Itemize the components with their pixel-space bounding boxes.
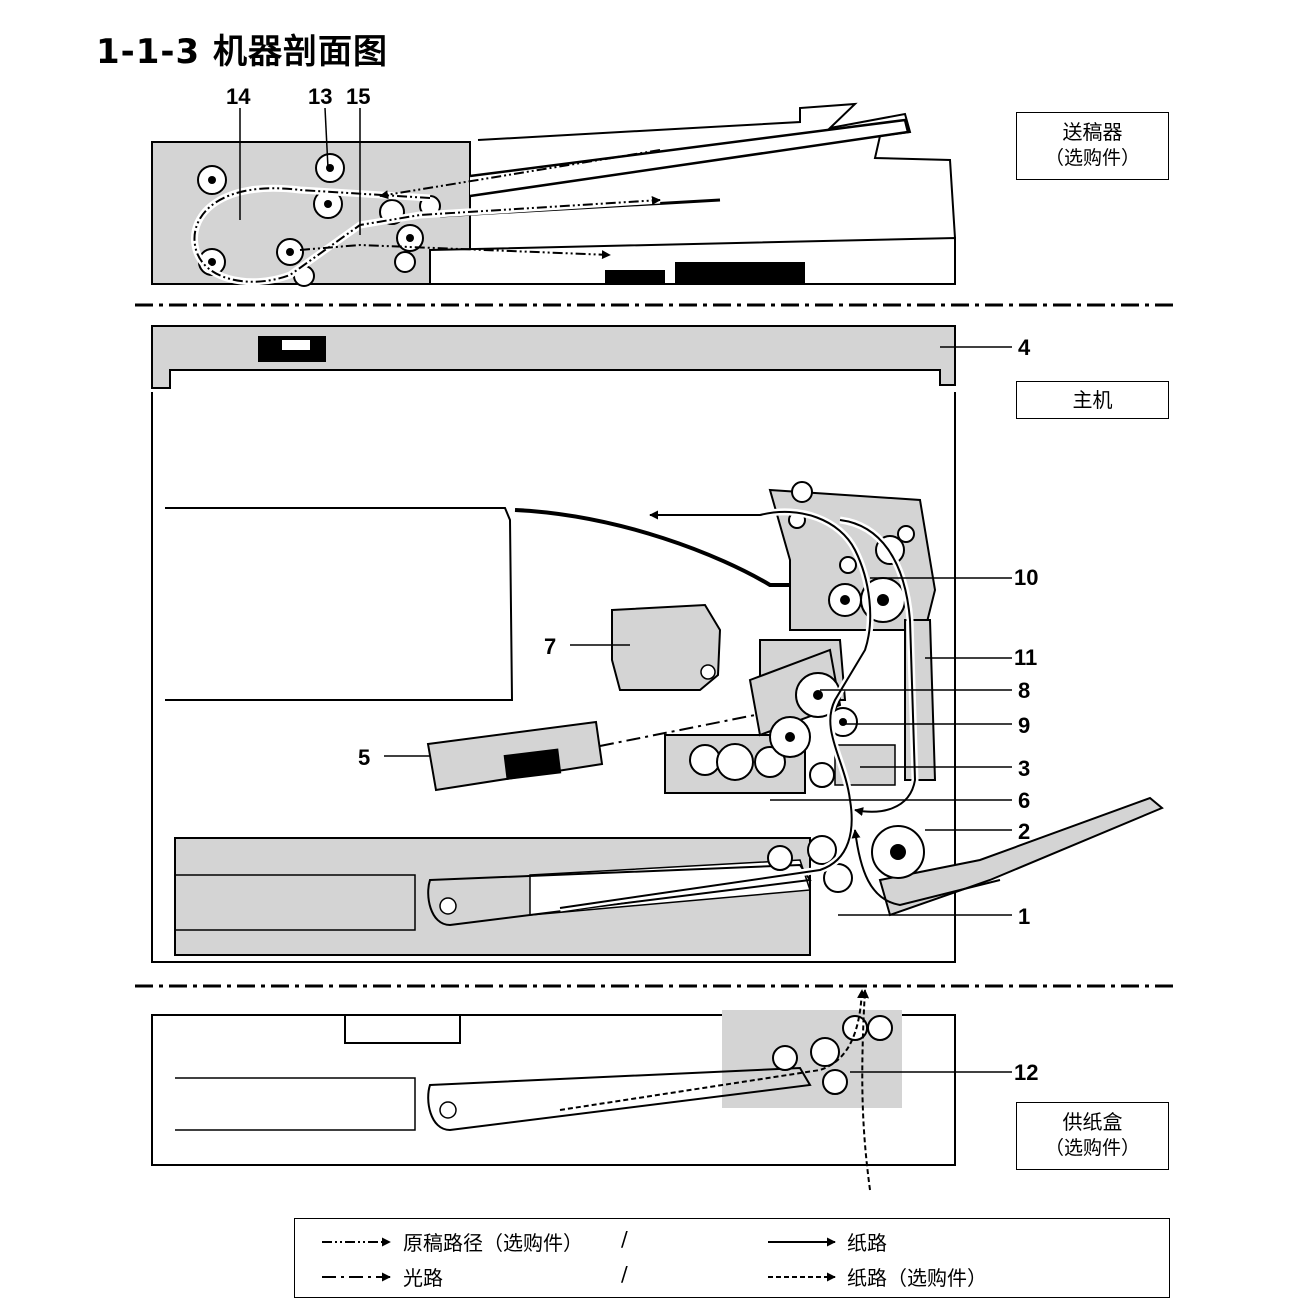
legend-paper-path: 纸路 [847, 1231, 887, 1255]
callout-8: 8 [1018, 678, 1030, 703]
feeder-frame [151, 1014, 956, 1166]
callout-15: 15 [346, 84, 370, 109]
toner-container [611, 603, 722, 691]
feeder-paper-path [559, 989, 867, 1111]
main-frame [151, 392, 956, 963]
feeder-label-box: 供纸盒 （选购件） [1016, 1102, 1169, 1170]
main-unit-label: 主机 [1072, 388, 1113, 412]
legend-samples [322, 1237, 836, 1282]
paper-feeder [151, 989, 956, 1191]
callout-11: 11 [1014, 645, 1037, 670]
scanner-unit [151, 325, 956, 389]
legend-light-path: 光路 [403, 1266, 443, 1290]
adf-eject-block-2 [605, 270, 665, 284]
adf-exit-tray [429, 236, 956, 285]
leader-lines [239, 107, 1012, 1073]
callout-4: 4 [1018, 335, 1031, 360]
adf-option-note: （选购件） [1044, 147, 1140, 169]
callout-1: 1 [1018, 904, 1030, 929]
legend-original-path: 原稿路径（选购件） [403, 1231, 583, 1255]
exit-tray [514, 508, 790, 587]
callout-12: 12 [1014, 1060, 1038, 1085]
legend: 原稿路径（选购件） / 纸路 光路 / 纸路（选购件） [294, 1218, 1170, 1298]
callout-10: 10 [1014, 565, 1038, 590]
feeder-label: 供纸盒 [1062, 1110, 1123, 1134]
callout-3: 3 [1018, 756, 1030, 781]
callout-13: 13 [308, 84, 332, 109]
callout-2: 2 [1018, 819, 1030, 844]
callout-5: 5 [358, 745, 370, 770]
page-title: 1-1-3 机器剖面图 [96, 32, 389, 72]
legend-separator-1: / [621, 1227, 628, 1251]
laser-beam [599, 705, 791, 747]
bypass-paper-path [851, 829, 1001, 907]
callout-7: 7 [544, 634, 556, 659]
adf-label-box: 送稿器 （选购件） [1016, 112, 1169, 180]
legend-separator-2: / [621, 1262, 628, 1286]
main-unit-label-box: 主机 [1016, 381, 1169, 419]
feeder-option-note: （选购件） [1044, 1137, 1140, 1159]
adf-cover [477, 102, 956, 239]
lift-plate [427, 863, 812, 927]
callout-6: 6 [1018, 788, 1030, 813]
adf-eject-block-1 [675, 262, 805, 284]
callout-14: 14 [226, 84, 251, 109]
adf-feed-tray [469, 118, 910, 198]
document-processor [151, 102, 956, 287]
main-cassette [174, 837, 811, 956]
adf-label: 送稿器 [1062, 120, 1123, 144]
callout-9: 9 [1018, 713, 1030, 738]
main-unit [151, 325, 1164, 963]
legend-paper-path-option: 纸路（选购件） [847, 1266, 987, 1290]
